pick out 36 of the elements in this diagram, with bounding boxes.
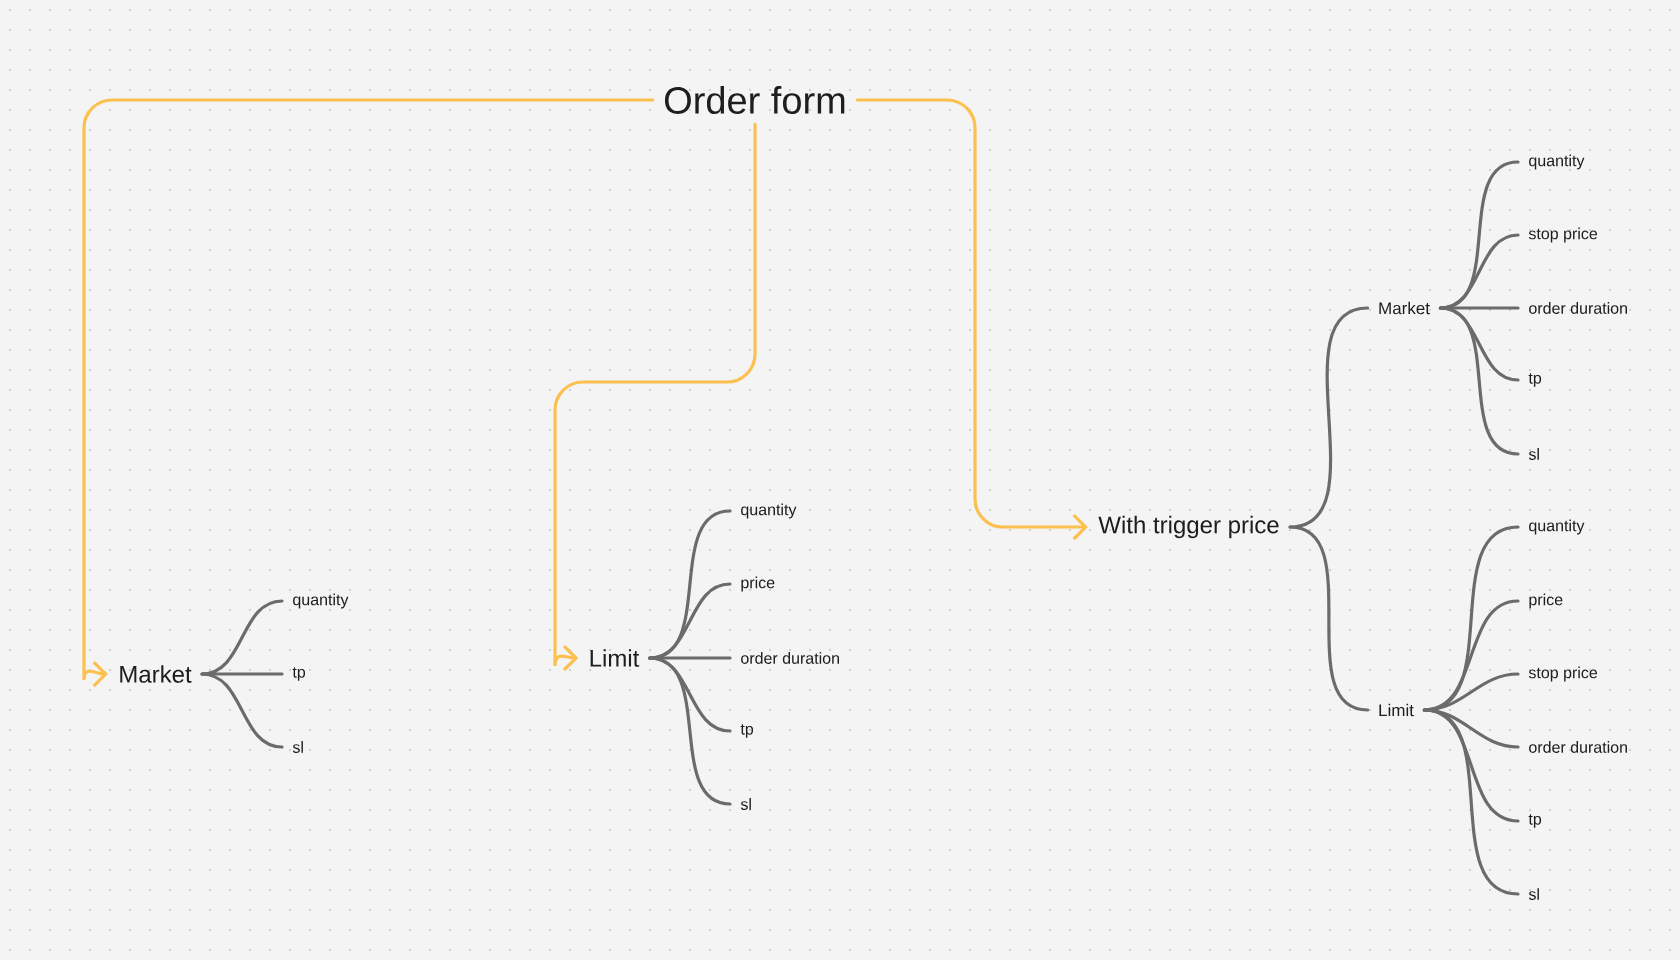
branch-label: Market bbox=[1379, 301, 1430, 315]
arrow bbox=[855, 98, 1088, 541]
connector-line bbox=[1288, 525, 1370, 712]
leaf-label: tp bbox=[740, 724, 754, 738]
connector-line bbox=[200, 672, 284, 749]
leaf-label: quantity bbox=[293, 593, 349, 609]
leaf-label: stop price bbox=[1528, 227, 1598, 243]
branch-label: Limit bbox=[590, 649, 640, 667]
leaf-label: sl bbox=[1528, 448, 1539, 460]
connector-line bbox=[1422, 708, 1520, 896]
leaf-label: tp bbox=[1528, 373, 1542, 387]
leaf-label: quantity bbox=[741, 503, 797, 519]
branch-label: Market bbox=[120, 665, 192, 683]
connector-line bbox=[1438, 306, 1520, 456]
arrow bbox=[82, 98, 655, 688]
leaf-label: order duration bbox=[1529, 741, 1627, 753]
leaf-label: tp bbox=[292, 667, 306, 681]
leaf-label: quantity bbox=[1529, 154, 1585, 170]
connector-line bbox=[200, 672, 284, 676]
branch-label: Limit bbox=[1379, 703, 1414, 717]
leaf-label: tp bbox=[1528, 814, 1542, 828]
leaf-label: order duration bbox=[1529, 302, 1627, 314]
leaf-label: price bbox=[741, 576, 775, 592]
arrow bbox=[553, 122, 757, 672]
connector-line bbox=[648, 656, 732, 660]
title-label: Order form bbox=[664, 86, 845, 114]
leaf-label: price bbox=[1529, 593, 1563, 609]
leaf-label: stop price bbox=[1528, 666, 1598, 682]
leaf-label: sl bbox=[1528, 888, 1539, 900]
leaf-label: sl bbox=[740, 798, 751, 810]
branch-label: With trigger price bbox=[1098, 515, 1279, 539]
connector-line bbox=[648, 656, 732, 806]
leaf-label: quantity bbox=[1529, 519, 1585, 535]
connector-line bbox=[1288, 306, 1370, 529]
leaf-label: sl bbox=[292, 741, 303, 753]
leaf-label: order duration bbox=[741, 652, 839, 664]
